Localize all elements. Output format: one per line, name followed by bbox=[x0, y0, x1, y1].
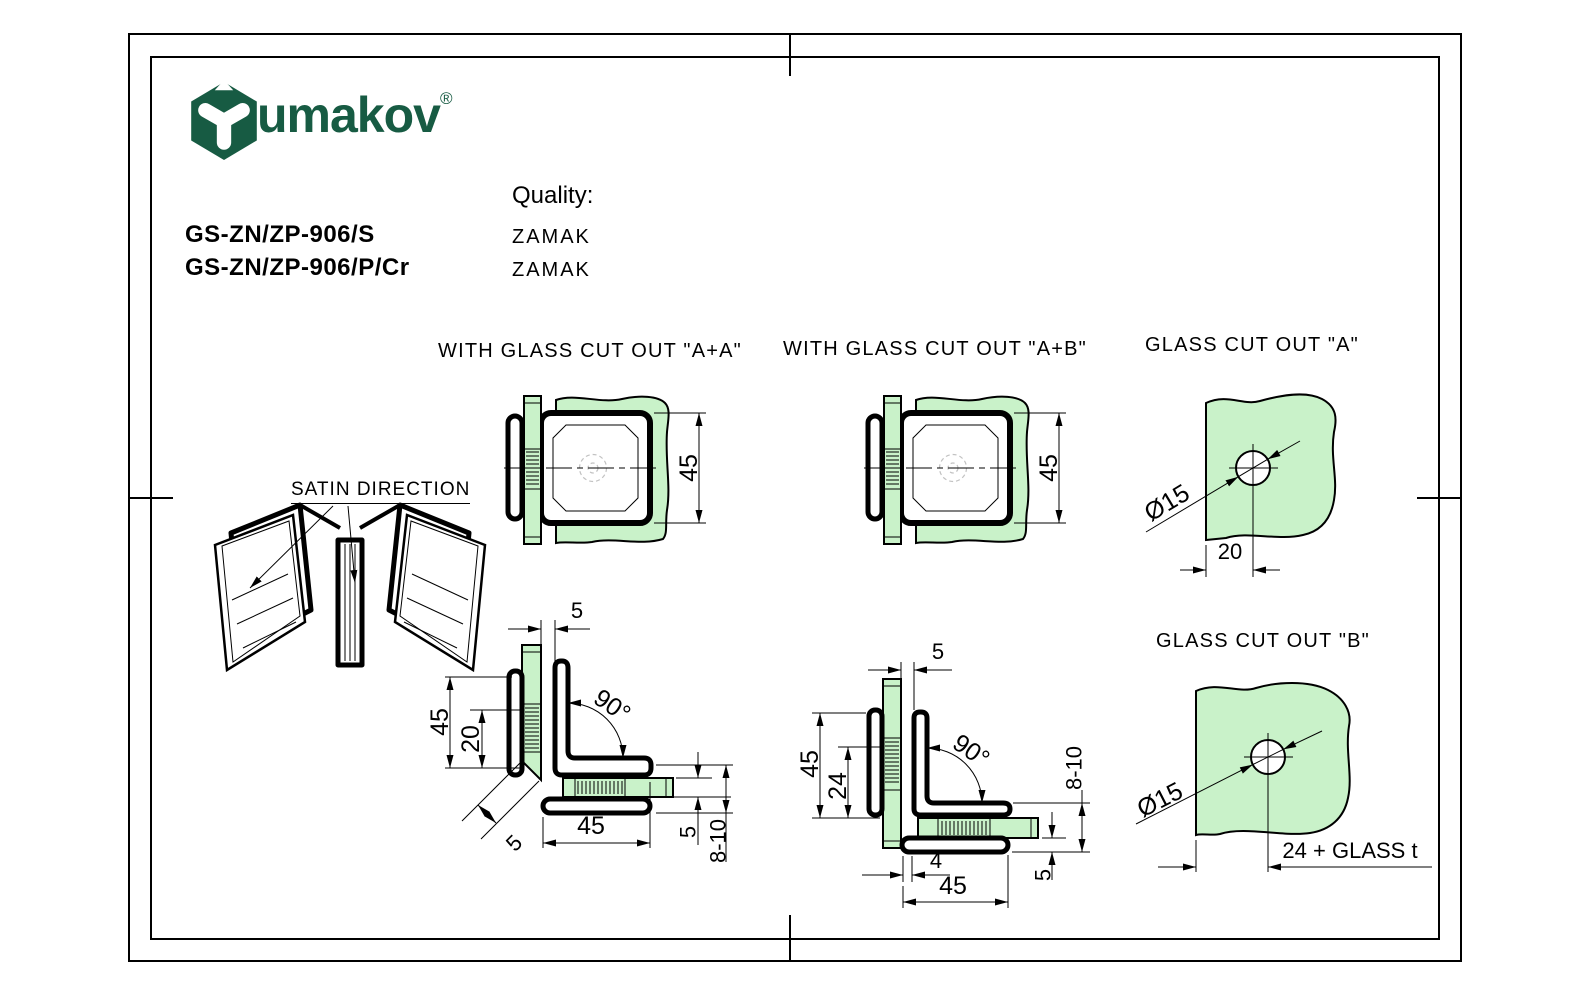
title-front-view-aa: WITH GLASS CUT OUT "A+A" bbox=[438, 340, 742, 362]
centering-tick-left bbox=[128, 497, 173, 499]
dimension-top-offset: 5 bbox=[868, 639, 952, 710]
dimension-hole-center: 20 bbox=[457, 709, 520, 768]
satin-leader-lines bbox=[249, 505, 358, 589]
dimension-plate-width: 45 bbox=[902, 855, 1009, 908]
figure-front-view-aa: 45 bbox=[504, 395, 706, 545]
dimension-plate-height: 45 bbox=[796, 712, 880, 819]
clamp-jaw-left bbox=[506, 668, 525, 778]
dimension-top-offset: 5 bbox=[508, 598, 590, 662]
dim-45-left: 45 bbox=[796, 750, 824, 778]
dimension-offset: 24 + GLASS t bbox=[1158, 782, 1432, 872]
dim-8-10: 8-10 bbox=[706, 819, 731, 863]
dim-24: 24 bbox=[824, 772, 852, 800]
dimension-plate-height: 45 bbox=[426, 676, 520, 769]
centering-tick-top bbox=[789, 33, 791, 76]
centering-tick-bottom bbox=[789, 915, 791, 962]
product-quality-1: ZAMAK bbox=[512, 226, 591, 248]
registered-mark: ® bbox=[439, 89, 452, 108]
umakov-logo-icon bbox=[191, 80, 257, 160]
figure-profile-aa: 90° 5 45 20 5 45 bbox=[426, 598, 733, 863]
clamp-l-body bbox=[911, 709, 1013, 818]
dim-5-glass: 5 bbox=[1031, 869, 1056, 881]
dim-90deg: 90° bbox=[947, 729, 994, 774]
glass-vertical bbox=[521, 644, 542, 783]
dimension-hole-center: 24 bbox=[824, 746, 882, 818]
dim-5-top: 5 bbox=[932, 639, 944, 664]
dim-5-glass: 5 bbox=[676, 826, 701, 838]
figure-cutout-a: Ø15 20 bbox=[1140, 393, 1337, 577]
product-code-2: GS-ZN/ZP-906/P/Cr bbox=[185, 254, 410, 281]
dimension-height: 45 bbox=[1014, 412, 1066, 524]
clamp-side-profile bbox=[505, 413, 525, 522]
dimension-bottom-offset: 4 bbox=[862, 848, 950, 882]
figure-front-view-ab: 45 bbox=[864, 395, 1066, 545]
dim-20: 20 bbox=[1218, 539, 1242, 564]
figure-profile-ab: 90° 5 45 24 8-10 5 bbox=[796, 639, 1090, 908]
dimension-glass-thickness: 5 bbox=[660, 752, 731, 845]
title-cutout-b: GLASS CUT OUT "B" bbox=[1156, 630, 1370, 652]
dim-4: 4 bbox=[930, 848, 942, 873]
title-cutout-a: GLASS CUT OUT "A" bbox=[1145, 334, 1359, 356]
dim-90deg: 90° bbox=[588, 684, 635, 729]
dim-8-10: 8-10 bbox=[1062, 746, 1087, 790]
dim-45: 45 bbox=[1035, 454, 1063, 482]
dimension-chamfer: 5 bbox=[461, 762, 540, 856]
clamp-inner-chamfer bbox=[552, 424, 639, 512]
clamp-jaw-left bbox=[866, 707, 885, 818]
glass-horizontal bbox=[562, 777, 674, 798]
clamp-side-profile bbox=[865, 413, 885, 522]
glass-edge-view bbox=[523, 395, 542, 545]
dimension-plate-width: 45 bbox=[542, 782, 651, 848]
product-code-1: GS-ZN/ZP-906/S bbox=[185, 221, 375, 248]
clamp-plates-3d bbox=[213, 502, 487, 673]
dimension-glass-range: 8-10 bbox=[656, 764, 733, 863]
dimension-offset: 20 bbox=[1180, 493, 1280, 577]
dim-45-left: 45 bbox=[426, 708, 454, 736]
clamp-inner-chamfer bbox=[912, 424, 999, 512]
product-quality-2: ZAMAK bbox=[512, 259, 591, 281]
brand-wordmark: umakov bbox=[257, 87, 441, 143]
dimension-glass-thickness: 5 bbox=[1031, 812, 1066, 881]
clamp-l-body bbox=[552, 658, 654, 778]
dim-20: 20 bbox=[457, 725, 485, 753]
dimension-glass-range: 8-10 bbox=[1012, 746, 1090, 853]
dim-d15: Ø15 bbox=[1133, 777, 1188, 823]
glass-horizontal bbox=[917, 817, 1039, 839]
glass-vertical bbox=[882, 678, 902, 849]
brand-name: umakov® bbox=[257, 86, 452, 144]
satin-hatch-lines bbox=[231, 573, 469, 649]
dim-45: 45 bbox=[675, 454, 703, 482]
centering-tick-right bbox=[1417, 497, 1462, 499]
dimension-angle: 90° bbox=[567, 684, 636, 759]
glass-edge-view bbox=[883, 395, 902, 545]
clamp-jaw-bottom bbox=[899, 835, 1011, 855]
clamp-jaw-bottom bbox=[540, 796, 653, 816]
dimension-height: 45 bbox=[654, 412, 706, 524]
dimension-angle: 90° bbox=[926, 729, 995, 804]
figure-cutout-b: Ø15 24 + GLASS t bbox=[1133, 682, 1432, 872]
satin-direction-label: SATIN DIRECTION bbox=[291, 479, 471, 504]
dim-24-glass-t: 24 + GLASS t bbox=[1282, 838, 1417, 863]
dim-45-bottom: 45 bbox=[939, 872, 967, 900]
dim-5-top: 5 bbox=[571, 598, 583, 623]
title-front-view-ab: WITH GLASS CUT OUT "A+B" bbox=[783, 338, 1087, 360]
quality-label: Quality: bbox=[512, 182, 594, 209]
dim-5-chamfer: 5 bbox=[501, 830, 527, 856]
figure-satin-direction bbox=[213, 502, 487, 673]
dim-45-bottom: 45 bbox=[577, 812, 605, 840]
